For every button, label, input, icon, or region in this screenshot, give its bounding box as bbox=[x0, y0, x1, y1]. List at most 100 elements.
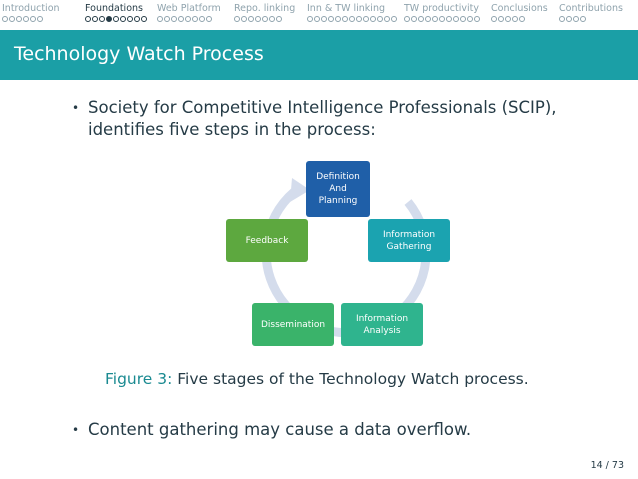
nav-progress-dot[interactable] bbox=[321, 16, 327, 22]
bullet-text: Society for Competitive Intelligence Pro… bbox=[88, 98, 557, 139]
nav-contributions[interactable]: Contributions bbox=[559, 3, 623, 14]
nav-repo-linking[interactable]: Repo. linking bbox=[234, 3, 295, 14]
nav-progress-dot[interactable] bbox=[16, 16, 22, 22]
nav-progress-dot[interactable] bbox=[505, 16, 511, 22]
stage-dissemination: Dissemination bbox=[252, 303, 334, 346]
nav-progress-dot[interactable] bbox=[23, 16, 29, 22]
nav-progress-dot[interactable] bbox=[453, 16, 459, 22]
nav-progress-dot[interactable] bbox=[85, 16, 91, 22]
nav-dots-inn-tw-linking bbox=[307, 16, 397, 24]
nav-progress-dot[interactable] bbox=[99, 16, 105, 22]
nav-tw-productivity[interactable]: TW productivity bbox=[404, 3, 479, 14]
nav-progress-dot[interactable] bbox=[171, 16, 177, 22]
nav-progress-dot[interactable] bbox=[199, 16, 205, 22]
nav-dots-web-platform bbox=[157, 16, 212, 24]
nav-progress-dot[interactable] bbox=[241, 16, 247, 22]
nav-introduction[interactable]: Introduction bbox=[2, 3, 60, 14]
nav-dots-repo-linking bbox=[234, 16, 282, 24]
nav-conclusions[interactable]: Conclusions bbox=[491, 3, 548, 14]
nav-progress-dot[interactable] bbox=[566, 16, 572, 22]
nav-progress-dot[interactable] bbox=[512, 16, 518, 22]
nav-progress-dot[interactable] bbox=[234, 16, 240, 22]
nav-progress-dot[interactable] bbox=[2, 16, 8, 22]
nav-progress-dot[interactable] bbox=[178, 16, 184, 22]
nav-progress-dot[interactable] bbox=[370, 16, 376, 22]
stage-label: Information bbox=[382, 229, 436, 240]
nav-foundations[interactable]: Foundations bbox=[85, 3, 143, 14]
nav-progress-dot[interactable] bbox=[425, 16, 431, 22]
nav-dots-tw-productivity bbox=[404, 16, 480, 24]
nav-progress-dot[interactable] bbox=[157, 16, 163, 22]
nav-progress-dot[interactable] bbox=[559, 16, 565, 22]
nav-progress-dot[interactable] bbox=[474, 16, 480, 22]
nav-progress-dot[interactable] bbox=[164, 16, 170, 22]
nav-progress-dot[interactable] bbox=[307, 16, 313, 22]
stage-label: Dissemination bbox=[260, 319, 326, 330]
slide-title-bar: Technology Watch Process bbox=[0, 30, 638, 80]
nav-progress-dot[interactable] bbox=[491, 16, 497, 22]
nav-label: TW productivity bbox=[404, 3, 480, 14]
nav-progress-dot[interactable] bbox=[432, 16, 438, 22]
nav-progress-dot[interactable] bbox=[342, 16, 348, 22]
nav-progress-dot[interactable] bbox=[134, 16, 140, 22]
nav-progress-dot[interactable] bbox=[335, 16, 341, 22]
nav-progress-dot[interactable] bbox=[276, 16, 282, 22]
nav-progress-dot[interactable] bbox=[9, 16, 15, 22]
nav-progress-dot[interactable] bbox=[573, 16, 579, 22]
nav-dots-introduction bbox=[2, 16, 43, 24]
stage-label: Definition bbox=[316, 172, 360, 182]
nav-label: Web Platform bbox=[157, 3, 221, 14]
cycle-arrow-head bbox=[290, 178, 310, 202]
stage-label: Analysis bbox=[363, 325, 401, 336]
nav-progress-dot[interactable] bbox=[262, 16, 268, 22]
nav-progress-dot[interactable] bbox=[377, 16, 383, 22]
nav-progress-dot[interactable] bbox=[185, 16, 191, 22]
nav-progress-dot[interactable] bbox=[206, 16, 212, 22]
nav-progress-dot[interactable] bbox=[269, 16, 275, 22]
nav-label: Introduction bbox=[2, 3, 60, 14]
nav-progress-dot[interactable] bbox=[92, 16, 98, 22]
nav-progress-dot[interactable] bbox=[349, 16, 355, 22]
nav-progress-dot[interactable] bbox=[411, 16, 417, 22]
nav-dots-contributions bbox=[559, 16, 586, 24]
nav-progress-dot[interactable] bbox=[30, 16, 36, 22]
nav-progress-dot[interactable] bbox=[580, 16, 586, 22]
nav-progress-dot[interactable] bbox=[248, 16, 254, 22]
nav-label: Foundations bbox=[85, 3, 143, 14]
nav-progress-dot[interactable] bbox=[328, 16, 334, 22]
nav-label: Conclusions bbox=[491, 3, 548, 14]
nav-web-platform[interactable]: Web Platform bbox=[157, 3, 221, 14]
nav-label: Inn & TW linking bbox=[307, 3, 385, 14]
nav-inn-tw-linking[interactable]: Inn & TW linking bbox=[307, 3, 385, 14]
bullet-text: Content gathering may cause a data overf… bbox=[88, 420, 472, 439]
nav-progress-dot[interactable] bbox=[384, 16, 390, 22]
nav-progress-dot[interactable] bbox=[314, 16, 320, 22]
nav-progress-dot[interactable] bbox=[460, 16, 466, 22]
stage-label: Feedback bbox=[245, 235, 289, 246]
nav-progress-dot[interactable] bbox=[418, 16, 424, 22]
nav-progress-dot[interactable] bbox=[404, 16, 410, 22]
nav-progress-dot[interactable] bbox=[498, 16, 504, 22]
nav-progress-dot[interactable] bbox=[37, 16, 43, 22]
stage-label: Gathering bbox=[386, 241, 432, 252]
nav-progress-dot[interactable] bbox=[127, 16, 133, 22]
figure-label: Figure 3: bbox=[105, 370, 173, 388]
nav-progress-dot[interactable] bbox=[356, 16, 362, 22]
nav-progress-dot[interactable] bbox=[467, 16, 473, 22]
bullet-icon: • bbox=[72, 101, 80, 115]
nav-progress-dot[interactable] bbox=[363, 16, 369, 22]
stage-analysis: Information Analysis bbox=[341, 303, 423, 346]
nav-progress-dot[interactable] bbox=[192, 16, 198, 22]
nav-progress-dot[interactable] bbox=[113, 16, 119, 22]
nav-progress-dot[interactable] bbox=[391, 16, 397, 22]
nav-progress-dot[interactable] bbox=[446, 16, 452, 22]
stage-label: Planning bbox=[318, 196, 358, 206]
nav-progress-dot[interactable] bbox=[439, 16, 445, 22]
figure-text: Five stages of the Technology Watch proc… bbox=[172, 370, 529, 388]
nav-progress-dot[interactable] bbox=[120, 16, 126, 22]
page-number: 14 / 73 bbox=[590, 460, 624, 471]
nav-progress-dot[interactable] bbox=[141, 16, 147, 22]
nav-progress-dot[interactable] bbox=[519, 16, 525, 22]
nav-progress-dot[interactable] bbox=[106, 16, 112, 22]
nav-progress-dot[interactable] bbox=[255, 16, 261, 22]
